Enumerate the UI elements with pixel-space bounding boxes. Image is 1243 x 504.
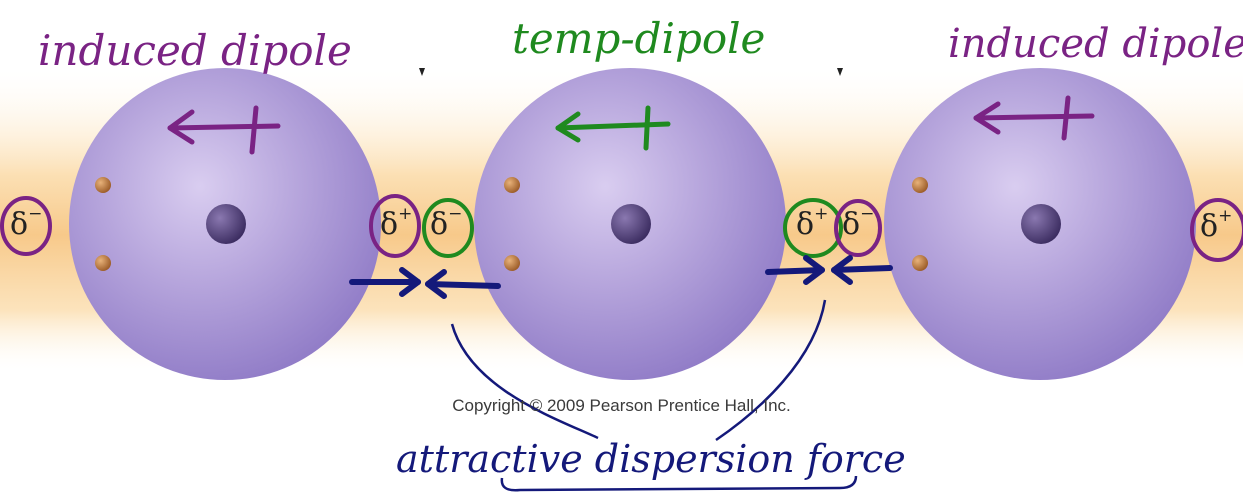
charge-gap1-minus: δ− <box>430 210 462 240</box>
delta-symbol: δ <box>380 207 398 242</box>
nucleus-left <box>206 204 246 244</box>
electron <box>912 255 928 271</box>
charge-gap2-plus: δ+ <box>796 210 828 240</box>
nucleus-center <box>611 204 651 244</box>
electron <box>95 177 111 193</box>
charge-sign: − <box>448 204 462 224</box>
charge-sign: + <box>1218 206 1232 226</box>
electron <box>504 177 520 193</box>
delta-symbol: δ <box>1200 209 1218 244</box>
delta-symbol: δ <box>796 207 814 242</box>
electron <box>912 177 928 193</box>
charge-far-left: δ− <box>10 210 42 240</box>
label-induced-dipole-right: induced dipole <box>948 24 1243 64</box>
charge-sign: − <box>28 204 42 224</box>
label-induced-dipole-left: induced dipole <box>38 30 352 72</box>
electron <box>95 255 111 271</box>
electron <box>504 255 520 271</box>
charge-gap1-plus: δ+ <box>380 210 412 240</box>
delta-symbol: δ <box>10 207 28 242</box>
delta-symbol: δ <box>430 207 448 242</box>
charge-sign: + <box>398 204 412 224</box>
nucleus-right <box>1021 204 1061 244</box>
charge-gap2-minus: δ− <box>842 210 874 240</box>
charge-sign: + <box>814 204 828 224</box>
delta-symbol: δ <box>842 207 860 242</box>
label-attractive-dispersion-force: attractive dispersion force <box>396 440 906 478</box>
charge-far-right: δ+ <box>1200 212 1232 242</box>
label-temp-dipole: temp-dipole <box>512 18 765 60</box>
copyright-text: Copyright © 2009 Pearson Prentice Hall, … <box>0 396 1243 416</box>
charge-sign: − <box>860 204 874 224</box>
